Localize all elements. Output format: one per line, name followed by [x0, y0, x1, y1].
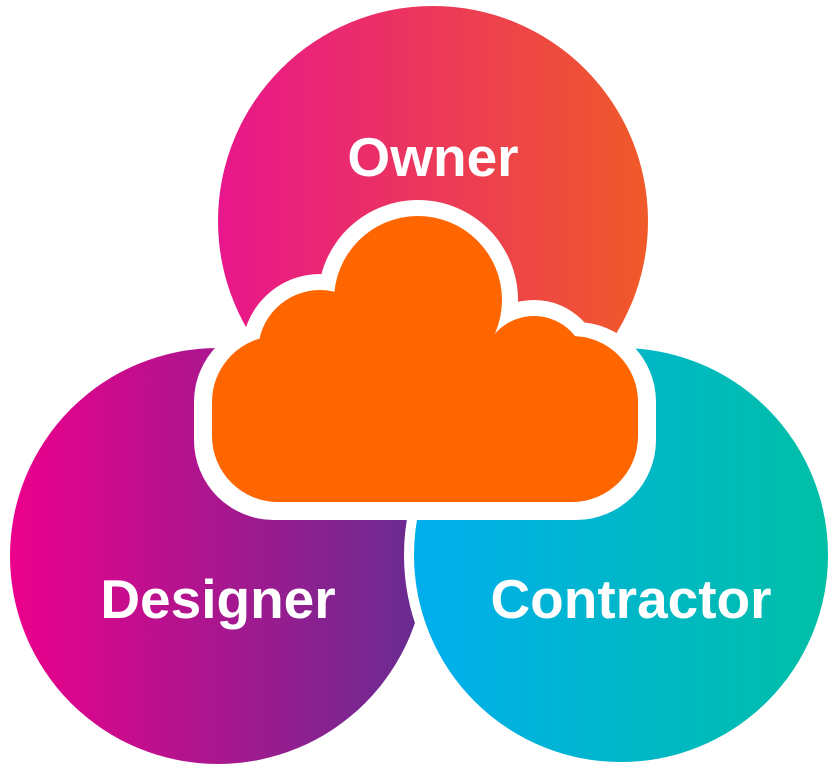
owner-label: Owner [347, 126, 518, 188]
designer-label: Designer [100, 568, 335, 630]
contractor-label: Contractor [490, 568, 771, 630]
cloud-icon [194, 200, 656, 520]
